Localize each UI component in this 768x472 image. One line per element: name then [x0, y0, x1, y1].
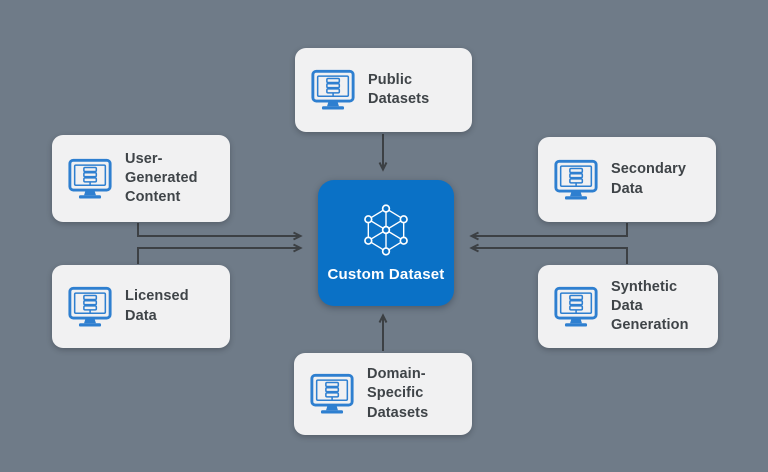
- monitor-database-icon: [553, 158, 599, 202]
- monitor-database-icon: [67, 285, 113, 329]
- monitor-database-icon: [67, 157, 113, 201]
- network-graph-icon: [358, 203, 414, 257]
- source-label: Synthetic Data Generation: [611, 278, 689, 334]
- arrow-licensed-to-center: [137, 243, 303, 264]
- monitor-database-icon: [310, 68, 356, 112]
- arrow-user-to-center: [137, 223, 303, 241]
- source-label: Public Datasets: [368, 71, 430, 107]
- center-node-label: Custom Dataset: [327, 266, 445, 283]
- arrow-secondary-to-center: [469, 223, 628, 241]
- monitor-database-icon: [553, 285, 599, 329]
- center-node-custom-dataset: Custom Dataset: [318, 180, 454, 306]
- source-label: Secondary Data: [611, 161, 687, 197]
- source-node-user-generated-content: User-Generated Content: [52, 135, 230, 222]
- source-node-domain-specific-datasets: Domain-Specific Datasets: [294, 353, 472, 435]
- source-label: Domain-Specific Datasets: [367, 366, 429, 421]
- source-label: Licensed Data: [125, 288, 189, 324]
- source-node-synthetic-data-generation: Synthetic Data Generation: [538, 265, 718, 348]
- source-node-licensed-data: Licensed Data: [52, 265, 230, 348]
- source-label: User-Generated Content: [125, 150, 198, 206]
- source-node-public-datasets: Public Datasets: [295, 48, 472, 132]
- monitor-database-icon: [309, 372, 355, 416]
- source-node-secondary-data: Secondary Data: [538, 137, 716, 222]
- arrow-synthetic-to-center: [469, 243, 628, 264]
